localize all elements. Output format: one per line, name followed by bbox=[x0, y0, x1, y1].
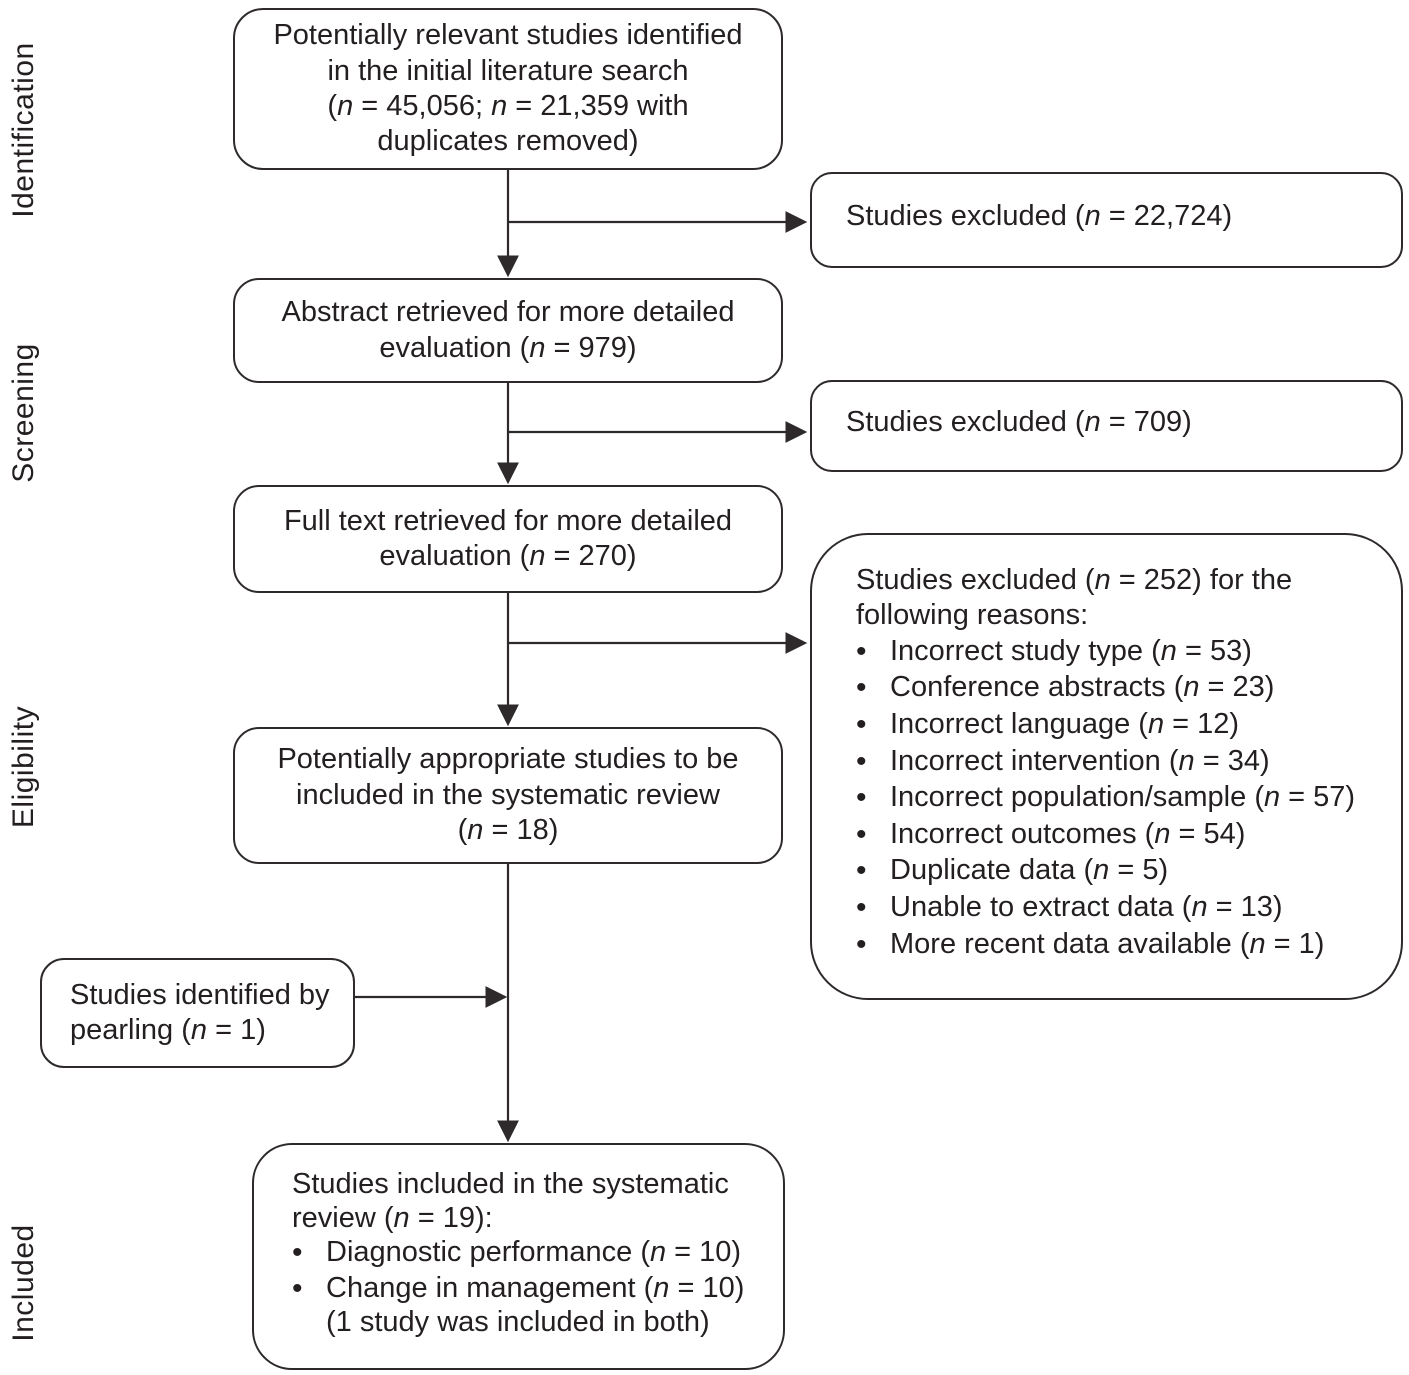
list-item: • Duplicate data (n = 5) bbox=[856, 853, 1377, 890]
list-item: • More recent data available (n = 1) bbox=[856, 927, 1377, 964]
exclusion-reason: Duplicate data (n = 5) bbox=[890, 854, 1169, 887]
list-item: • Incorrect intervention (n = 34) bbox=[856, 744, 1377, 781]
list-item: • Incorrect study type (n = 53) bbox=[856, 634, 1377, 671]
list-item: • Unable to extract data (n = 13) bbox=[856, 890, 1377, 927]
list-item: • Diagnostic performance (n = 10) bbox=[292, 1235, 767, 1270]
bullet-icon: • bbox=[856, 817, 867, 851]
bullet-icon: • bbox=[856, 671, 867, 705]
exclusion-reason: More recent data available (n = 1) bbox=[890, 927, 1325, 960]
bullet-icon: • bbox=[856, 744, 867, 778]
bullet-icon: • bbox=[856, 781, 867, 815]
bullet-icon: • bbox=[856, 927, 867, 961]
stage-label-identification: Identification bbox=[7, 42, 40, 218]
box-excluded-abstract-text: Studies excluded (n = 709) bbox=[846, 406, 1192, 439]
list-item: • Change in management (n = 10)(1 study … bbox=[292, 1271, 767, 1339]
bullet-icon: • bbox=[856, 854, 867, 888]
bullet-icon: • bbox=[292, 1236, 303, 1270]
included-item: Diagnostic performance (n = 10) bbox=[326, 1236, 742, 1269]
exclusion-reason: Incorrect study type (n = 53) bbox=[890, 634, 1252, 667]
list-item: • Incorrect population/sample (n = 57) bbox=[856, 780, 1377, 817]
box-excluded-abstract: Studies excluded (n = 709) bbox=[810, 380, 1403, 472]
exclusion-reason: Incorrect outcomes (n = 54) bbox=[890, 817, 1246, 850]
exclusion-reason: Conference abstracts (n = 23) bbox=[890, 671, 1275, 704]
box-excluded-initial-text: Studies excluded (n = 22,724) bbox=[846, 200, 1233, 233]
bullet-icon: • bbox=[856, 890, 867, 924]
stage-label-screening: Screening bbox=[7, 343, 40, 483]
box-excluded-initial: Studies excluded (n = 22,724) bbox=[810, 172, 1403, 268]
list-item: • Incorrect outcomes (n = 54) bbox=[856, 817, 1377, 854]
exclusion-reason: Incorrect language (n = 12) bbox=[890, 707, 1240, 740]
exclusion-reason: Incorrect population/sample (n = 57) bbox=[890, 781, 1356, 814]
stage-label-eligibility: Eligibility bbox=[7, 705, 40, 829]
bullet-icon: • bbox=[856, 634, 867, 668]
exclusion-reason: Unable to extract data (n = 13) bbox=[890, 890, 1283, 923]
list-item: • Incorrect language (n = 12) bbox=[856, 707, 1377, 744]
stage-label-included: Included bbox=[7, 1224, 40, 1342]
bullet-icon: • bbox=[292, 1271, 303, 1305]
bullet-icon: • bbox=[856, 707, 867, 741]
list-item: • Conference abstracts (n = 23) bbox=[856, 670, 1377, 707]
included-item: Change in management (n = 10)(1 study wa… bbox=[326, 1271, 745, 1339]
exclusion-reason: Incorrect intervention (n = 34) bbox=[890, 744, 1270, 777]
